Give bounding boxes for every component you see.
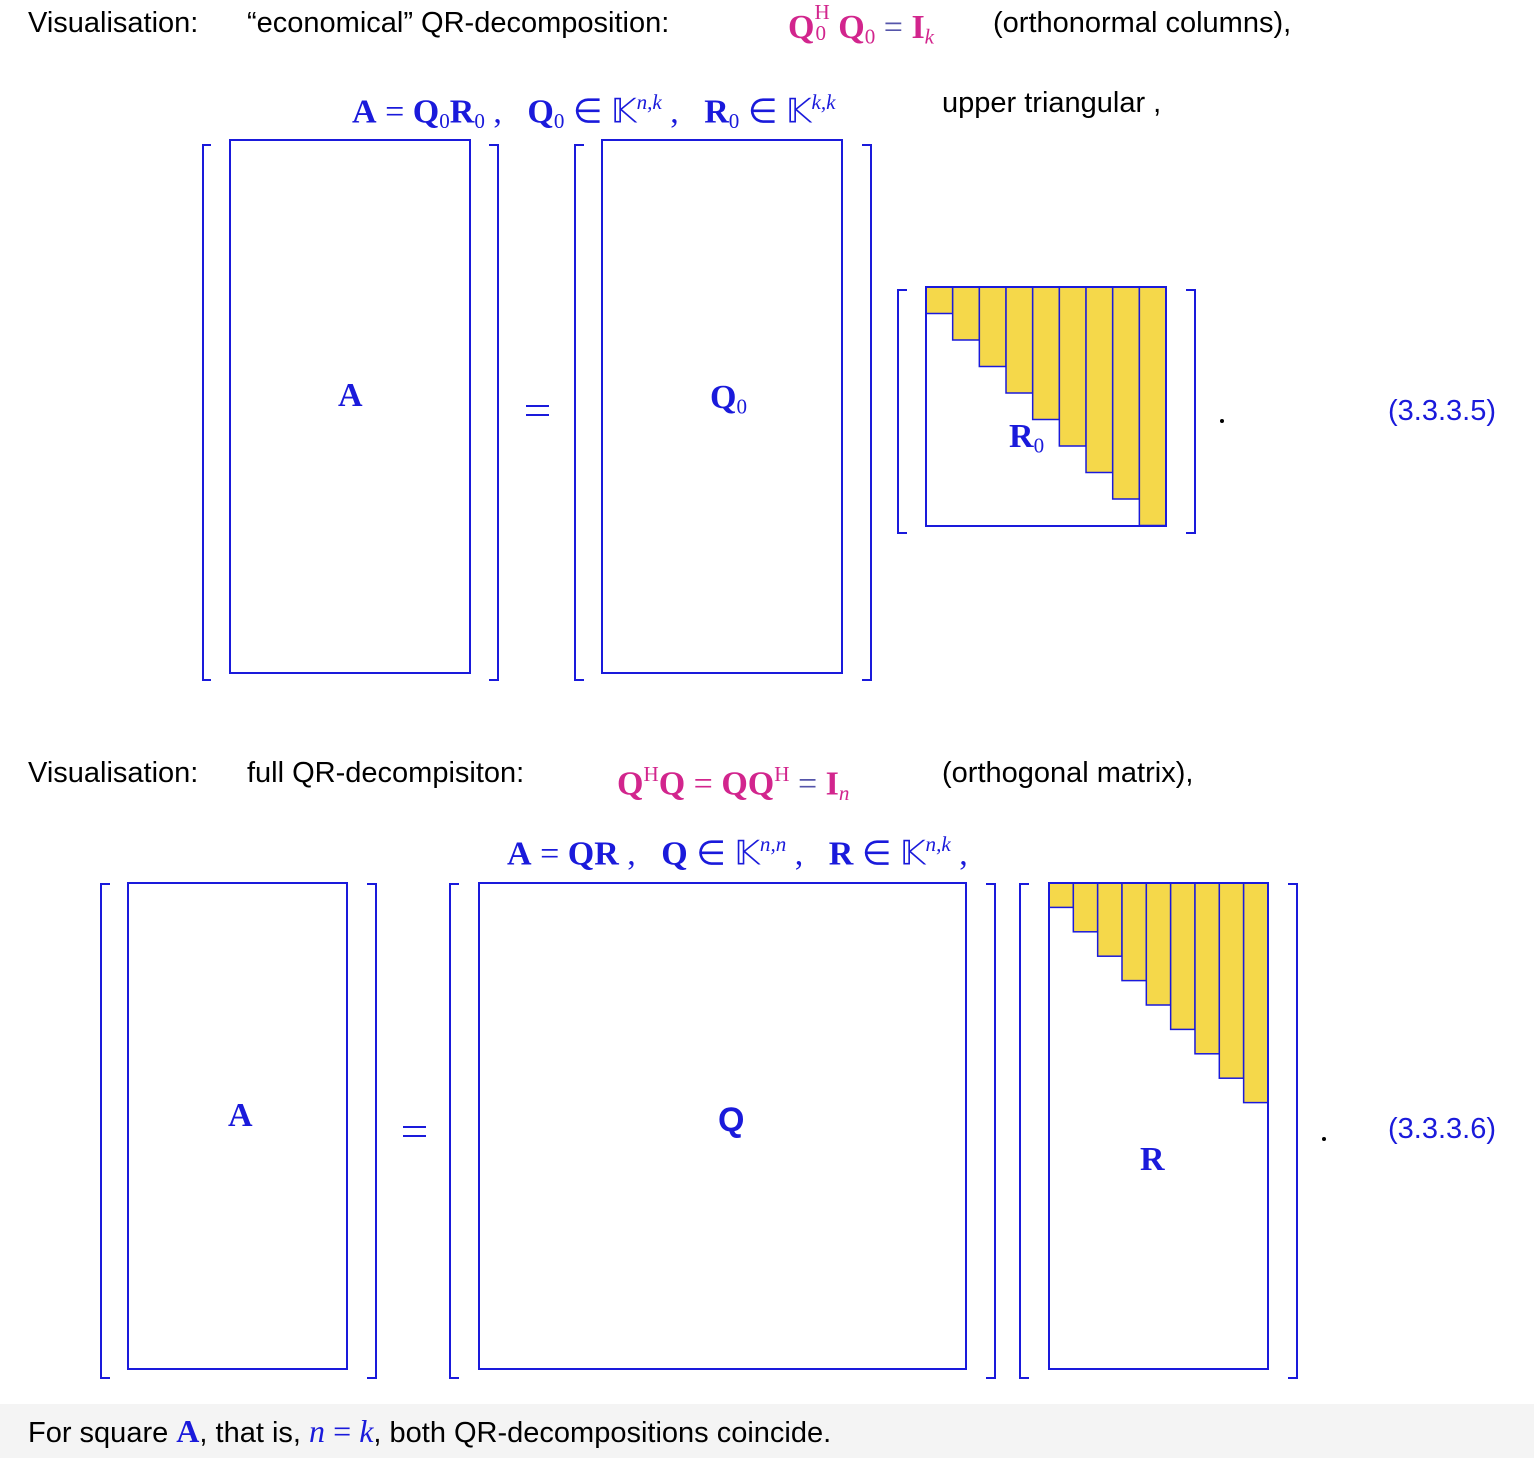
s2-r-column-4 <box>1121 882 1148 982</box>
section1-relation-note: (orthonormal columns), <box>993 7 1292 39</box>
s1-q-label: Q0 <box>710 379 747 419</box>
s2-r-column-2 <box>1072 882 1099 933</box>
s2-period <box>1322 1137 1326 1141</box>
s1-r-column-7 <box>1085 286 1114 474</box>
s2-q-bracket-left <box>449 883 459 1379</box>
s1-r-column-9 <box>1138 286 1167 527</box>
s2-q-box <box>478 882 967 1370</box>
s1-r-column-3 <box>978 286 1007 368</box>
s2-r-upper-triangle <box>1048 882 1269 1104</box>
s2-equation-number: (3.3.3.6) <box>1388 1113 1496 1145</box>
s2-a-box <box>127 882 348 1370</box>
s2-q-bracket-right <box>986 883 996 1379</box>
s2-r-column-3 <box>1096 882 1123 957</box>
s2-r-bracket-left <box>1019 883 1029 1379</box>
s2-r-box <box>1048 882 1269 1370</box>
s1-r-label: R0 <box>1009 418 1045 458</box>
s1-a-label: A <box>338 377 363 414</box>
s1-r-upper-triangle <box>925 286 1167 527</box>
s2-equals-sign <box>403 1126 426 1137</box>
s1-period <box>1220 419 1224 423</box>
s1-r-column-2 <box>951 286 981 341</box>
s1-r-column-1 <box>925 286 954 315</box>
s1-a-bracket-right <box>489 144 499 681</box>
s2-r-column-8 <box>1218 882 1245 1079</box>
s2-r-column-5 <box>1145 882 1172 1006</box>
s1-r-column-5 <box>1031 286 1061 421</box>
s1-r-column-8 <box>1111 286 1141 500</box>
section2-kind: full QR-decompisiton: <box>247 757 525 789</box>
s1-r-column-4 <box>1005 286 1034 394</box>
s2-r-column-9 <box>1242 882 1269 1104</box>
s2-r-bracket-right <box>1288 883 1298 1379</box>
s1-equals-sign <box>526 405 549 416</box>
section1-kind: “economical” QR-decomposition: <box>247 7 670 39</box>
s1-q-bracket-right <box>862 144 872 681</box>
section1-suffix: upper triangular , <box>942 87 1162 119</box>
s2-q-label: Q <box>718 1101 745 1139</box>
s1-a-box <box>229 139 471 674</box>
s2-r-column-1 <box>1048 882 1075 909</box>
footer-note: For square A, that is, n = k, both QR-de… <box>28 1413 832 1449</box>
section2-orthogonal-relation: QHQ = QQH = In <box>617 762 850 805</box>
section2-intro: Visualisation: <box>28 757 199 789</box>
s1-r-bracket-left <box>897 289 907 534</box>
s1-q-box <box>601 139 843 674</box>
s2-r-column-7 <box>1194 882 1221 1055</box>
section2-relation-note: (orthogonal matrix), <box>942 757 1194 789</box>
s1-r-bracket-right <box>1186 289 1196 534</box>
section1-intro: Visualisation: <box>28 7 199 39</box>
s2-a-label: A <box>228 1097 253 1134</box>
s2-r-label: R <box>1140 1141 1165 1178</box>
s2-a-bracket-left <box>100 883 110 1379</box>
s2-r-column-6 <box>1169 882 1196 1031</box>
s1-equation-number: (3.3.3.5) <box>1388 395 1496 427</box>
s1-q-bracket-left <box>574 144 584 681</box>
section2-decomposition-formula: A = QR , Q ∈ 𝕂n,n , R ∈ 𝕂n,k , <box>507 832 968 873</box>
s1-a-bracket-left <box>202 144 211 681</box>
footer-bar <box>0 1404 1534 1458</box>
section1-decomposition-formula: A = Q0R0 , Q0 ∈ 𝕂n,k , R0 ∈ 𝕂k,k <box>352 90 836 133</box>
s1-r-column-6 <box>1058 286 1087 447</box>
s1-r-box <box>925 286 1167 527</box>
s2-a-bracket-right <box>367 883 377 1379</box>
